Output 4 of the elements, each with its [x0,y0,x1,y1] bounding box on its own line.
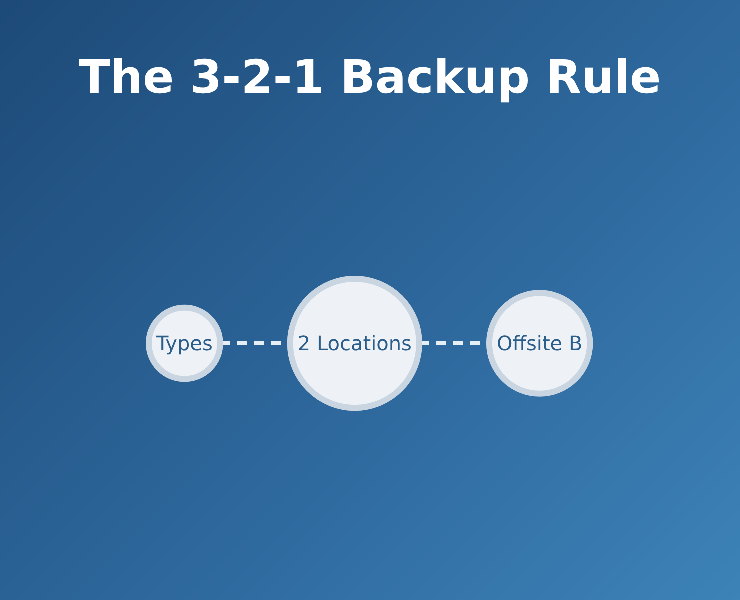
node-circle: Types [146,305,224,383]
node-circle: 2 Locations [288,276,423,412]
node-circle: Offsite B [486,290,594,398]
title: The 3-2-1 Backup Rule [78,50,662,104]
